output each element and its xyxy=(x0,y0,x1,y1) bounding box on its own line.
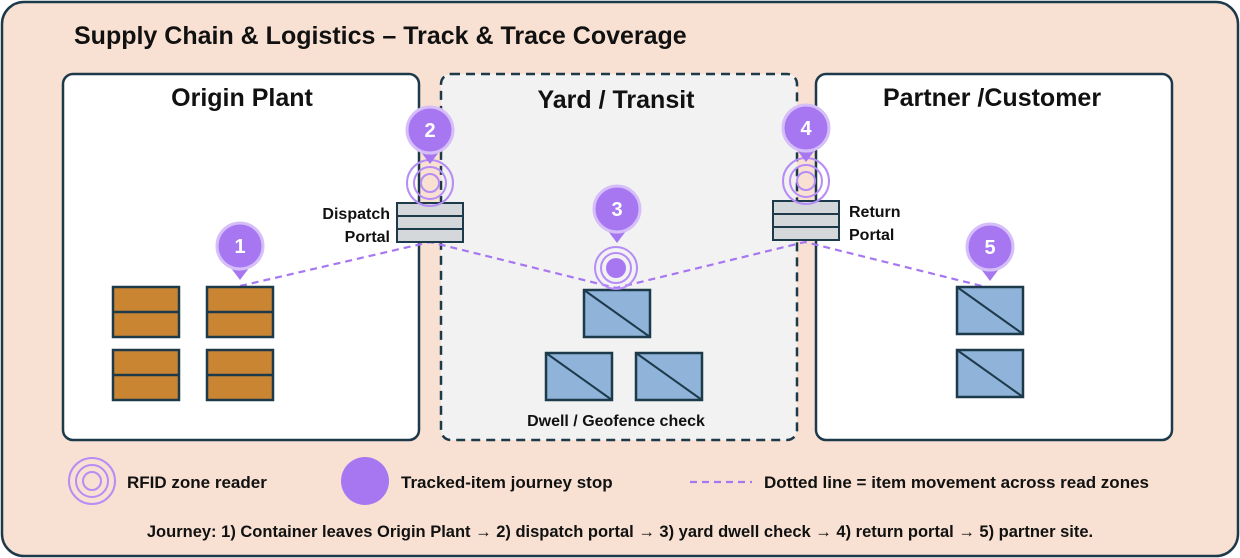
container-box xyxy=(955,348,1025,399)
yard-transit-title: Yard / Transit xyxy=(537,86,695,114)
return-portal-label-line1: Return xyxy=(849,204,901,221)
crate-box xyxy=(111,285,181,339)
container-box xyxy=(544,351,614,402)
dispatch-portal-icon xyxy=(396,202,464,243)
crate-box xyxy=(205,348,275,402)
journey-stop-2-pin: 2 xyxy=(405,105,455,166)
legend-stop-label: Tracked-item journey stop xyxy=(401,473,613,492)
origin-plant-title: Origin Plant xyxy=(171,84,313,112)
dwell-geofence-label: Dwell / Geofence check xyxy=(527,413,705,430)
stop-number: 2 xyxy=(424,120,435,142)
container-box xyxy=(955,285,1025,336)
stop-number: 5 xyxy=(984,237,995,259)
crate-box xyxy=(111,348,181,402)
partner-customer-title: Partner /Customer xyxy=(883,84,1101,112)
dispatch-portal-label-line1: Dispatch xyxy=(322,206,390,223)
return-portal-label-line2: Portal xyxy=(849,227,894,244)
journey-stop-5-pin: 5 xyxy=(965,222,1015,283)
legend-rfid-label: RFID zone reader xyxy=(127,473,267,492)
journey-stop-3-pin: 3 xyxy=(592,184,642,245)
yard-transit-zone xyxy=(439,72,799,442)
container-box xyxy=(582,288,652,339)
stop-number: 4 xyxy=(800,118,812,140)
journey-description: Journey: 1) Container leaves Origin Plan… xyxy=(147,523,1093,541)
stop-number: 3 xyxy=(611,199,622,221)
container-box xyxy=(634,351,704,402)
dispatch-portal-label-line2: Portal xyxy=(345,229,390,246)
yard-dwell-reader-icon xyxy=(594,246,638,290)
crate-box xyxy=(205,285,275,339)
stop-number: 1 xyxy=(234,236,245,258)
return-portal-icon xyxy=(772,200,840,241)
legend-line-label: Dotted line = item movement across read … xyxy=(764,473,1149,492)
journey-stop-4-pin: 4 xyxy=(781,103,831,164)
journey-stop-1-pin: 1 xyxy=(215,221,265,282)
legend-stop-icon xyxy=(341,457,389,505)
diagram-title: Supply Chain & Logistics – Track & Trace… xyxy=(74,22,687,50)
